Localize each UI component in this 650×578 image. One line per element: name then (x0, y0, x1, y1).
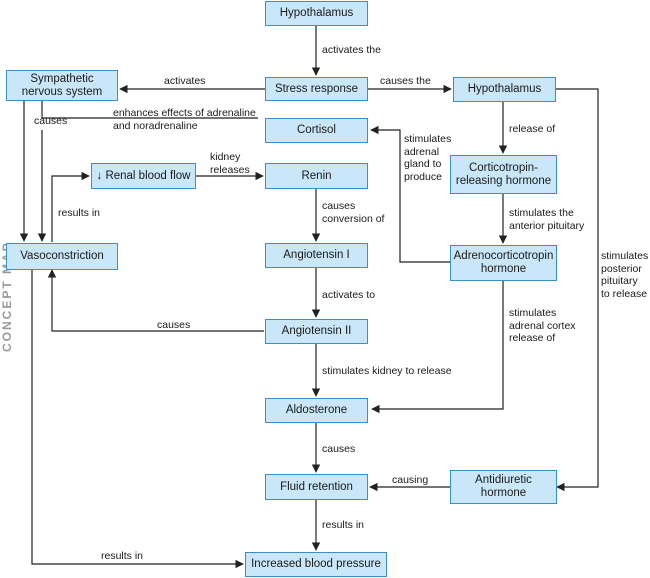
label-activates-the: activates the (322, 44, 381, 56)
label-causes-the: causes the (380, 75, 431, 87)
node-sympathetic-nervous-system: Sympathetic nervous system (6, 70, 118, 101)
edge-vasoconstriction-to-renal (51, 171, 90, 242)
label-stimulates-kidney: stimulates kidney to release (322, 365, 452, 377)
label-stimulates-adrenal-cortex: stimulates adrenal cortex release of (509, 307, 576, 344)
label-stimulates-anterior-pituitary: stimulates the anterior pituitary (509, 207, 585, 232)
node-stress-response: Stress response (265, 77, 368, 101)
node-adrenocorticotropin-hormone: Adrenocorticotropin hormone (450, 245, 557, 281)
label-causes-aldosterone: causes (322, 443, 356, 455)
node-angiotensin-1: Angiotensin I (265, 243, 368, 268)
label-activates-to: activates to (322, 289, 376, 301)
node-renin: Renin (265, 163, 368, 189)
label-activates: activates (164, 75, 206, 87)
edge-hypothalamus-to-adh (556, 88, 599, 492)
label-release-of: release of (509, 123, 556, 135)
node-vasoconstriction: Vasoconstriction (6, 243, 118, 270)
node-corticotropin-releasing-hormone: Corticotropin-releasing hormone (450, 155, 557, 194)
node-hypothalamus-right: Hypothalamus (453, 77, 556, 102)
label-results-in-fluid: results in (322, 519, 365, 531)
label-causing: causing (392, 474, 429, 486)
node-angiotensin-2: Angiotensin II (265, 319, 368, 344)
label-stimulates-adrenal-gland: stimulates adrenal gland to produce (404, 133, 452, 183)
node-antidiuretic-hormone: Antidiuretic hormone (450, 470, 557, 504)
label-causes-conversion: causes conversion of (322, 200, 385, 225)
label-results-in-bp: results in (101, 550, 144, 562)
label-causes-angiotensin-2: causes (157, 319, 191, 331)
label-kidney-releases: kidney releases (210, 151, 250, 176)
edge-sympathetic-to-cortisol (41, 101, 258, 119)
node-renal-blood-flow: ↓ Renal blood flow (91, 163, 196, 189)
node-fluid-retention: Fluid retention (265, 474, 368, 500)
edge-angiotensin2-to-vasoconstriction (47, 269, 264, 332)
node-increased-blood-pressure: Increased blood pressure (245, 552, 387, 577)
label-causes-sympathetic: causes (34, 115, 68, 127)
edge-acth-to-cortisol (370, 125, 450, 263)
label-results-in-renal: results in (58, 207, 101, 219)
edge-acth-to-aldosterone (371, 281, 504, 414)
edge-vasoconstriction-to-bp (31, 270, 244, 569)
node-aldosterone: Aldosterone (265, 398, 368, 423)
label-enhances-effects: enhances effects of adrenaline and norad… (113, 107, 256, 132)
node-hypothalamus-top: Hypothalamus (265, 1, 368, 26)
label-stimulates-posterior-pituitary: stimulates posterior pituitary to releas… (601, 250, 649, 300)
node-cortisol: Cortisol (265, 118, 368, 143)
